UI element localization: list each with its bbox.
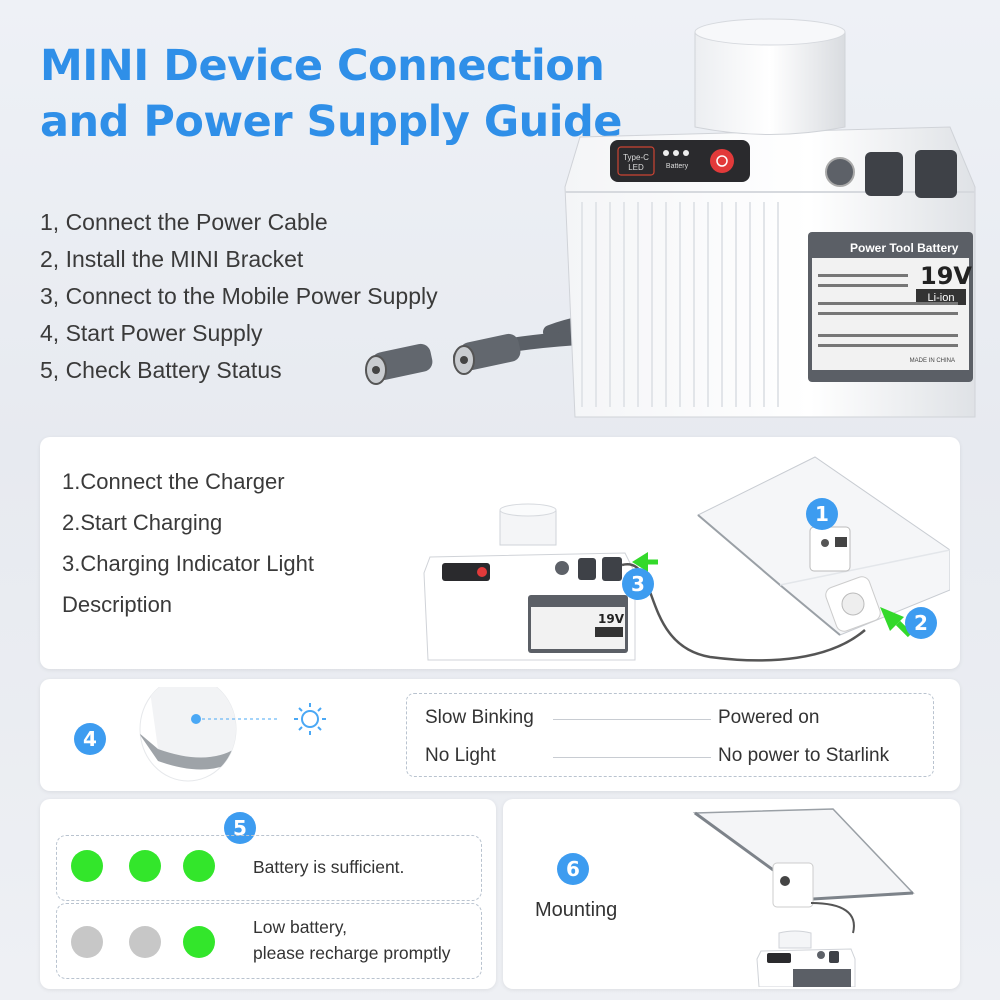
indicator-light-card: 4 Slow Binking Powered on No Light No bbox=[40, 679, 960, 791]
battery-status-card: 5 Battery is sufficient. Low battery, pl… bbox=[40, 799, 496, 989]
legend-meaning: No power to Starlink bbox=[718, 745, 890, 766]
starlink-mini-device bbox=[697, 456, 950, 638]
setup-step: 4, Start Power Supply bbox=[40, 320, 263, 346]
small-battery-device: 19V bbox=[423, 503, 636, 661]
charging-guide-card: 1.Connect the Charger 2.Start Charging 3… bbox=[40, 437, 960, 669]
device-made-in: MADE IN CHINA bbox=[910, 358, 955, 364]
callout-1: 1 bbox=[806, 498, 838, 530]
status-text-line: please recharge promptly bbox=[253, 943, 451, 963]
light-icon bbox=[294, 703, 326, 735]
status-text-line: Low battery, bbox=[253, 917, 348, 937]
panel-led-label: LED bbox=[628, 163, 644, 172]
status-row-low: Low battery, please recharge promptly bbox=[56, 903, 482, 979]
charging-steps: 1.Connect the Charger 2.Start Charging 3… bbox=[62, 461, 314, 625]
legend-state: No Light bbox=[425, 745, 496, 766]
mounting-image bbox=[692, 808, 915, 987]
hero-battery-device-image: Type-C LED Battery Power Tool Battery 19… bbox=[365, 18, 976, 418]
callout-3: 3 bbox=[622, 568, 654, 600]
device-voltage: 19V bbox=[920, 262, 972, 290]
section-number-5: 5 bbox=[224, 812, 256, 844]
battery-led-dot bbox=[183, 926, 215, 958]
battery-led-dot bbox=[71, 850, 103, 882]
bracket-arrow-icon bbox=[880, 607, 904, 631]
mounting-label: Mounting bbox=[535, 899, 618, 921]
setup-step: 3, Connect to the Mobile Power Supply bbox=[40, 283, 438, 309]
panel-battery-label: Battery bbox=[666, 163, 689, 170]
mounting-card: 6 Mounting bbox=[503, 799, 960, 989]
legend-divider bbox=[553, 719, 711, 720]
battery-led-dot bbox=[71, 926, 103, 958]
title-line-1: MINI Device Connection bbox=[40, 41, 605, 91]
battery-led-dot bbox=[183, 850, 215, 882]
panel-type-c-label: Type-C bbox=[623, 153, 649, 162]
battery-led-dot bbox=[129, 926, 161, 958]
page-title: MINI Device Connection and Power Supply … bbox=[40, 38, 622, 150]
device-chemistry: Li-ion bbox=[928, 292, 955, 304]
legend-meaning: Powered on bbox=[718, 707, 820, 728]
charging-step: Description bbox=[62, 592, 173, 617]
power-button-icon bbox=[825, 157, 855, 187]
battery-led-dot bbox=[129, 850, 161, 882]
dc-plug-right bbox=[453, 333, 521, 375]
charging-step: 2.Start Charging bbox=[62, 510, 223, 535]
charging-diagram: 19V bbox=[423, 456, 950, 662]
legend-state: Slow Binking bbox=[425, 707, 534, 728]
plug-in-arrow-icon bbox=[632, 552, 648, 572]
status-text: Low battery, please recharge promptly bbox=[253, 914, 450, 966]
small-device-voltage: 19V bbox=[598, 612, 625, 626]
device-label-title: Power Tool Battery bbox=[850, 241, 959, 255]
charging-step: 3.Charging Indicator Light bbox=[62, 551, 314, 576]
setup-step: 2, Install the MINI Bracket bbox=[40, 246, 304, 272]
legend-divider bbox=[553, 757, 711, 758]
dc-plug-left bbox=[365, 343, 433, 385]
setup-step: 1, Connect the Power Cable bbox=[40, 209, 328, 235]
section-number-4: 4 bbox=[74, 723, 106, 755]
setup-step: 5, Check Battery Status bbox=[40, 357, 282, 383]
callout-2: 2 bbox=[905, 607, 937, 639]
status-row-sufficient: Battery is sufficient. bbox=[56, 835, 482, 901]
status-text: Battery is sufficient. bbox=[253, 857, 405, 877]
led-closeup-image bbox=[139, 687, 326, 782]
setup-steps-list: 1, Connect the Power Cable 2, Install th… bbox=[40, 204, 438, 389]
charging-step: 1.Connect the Charger bbox=[62, 469, 285, 494]
indicator-legend: Slow Binking Powered on No Light No powe… bbox=[406, 693, 934, 777]
title-line-2: and Power Supply Guide bbox=[40, 97, 622, 147]
section-number-6: 6 bbox=[557, 853, 589, 885]
